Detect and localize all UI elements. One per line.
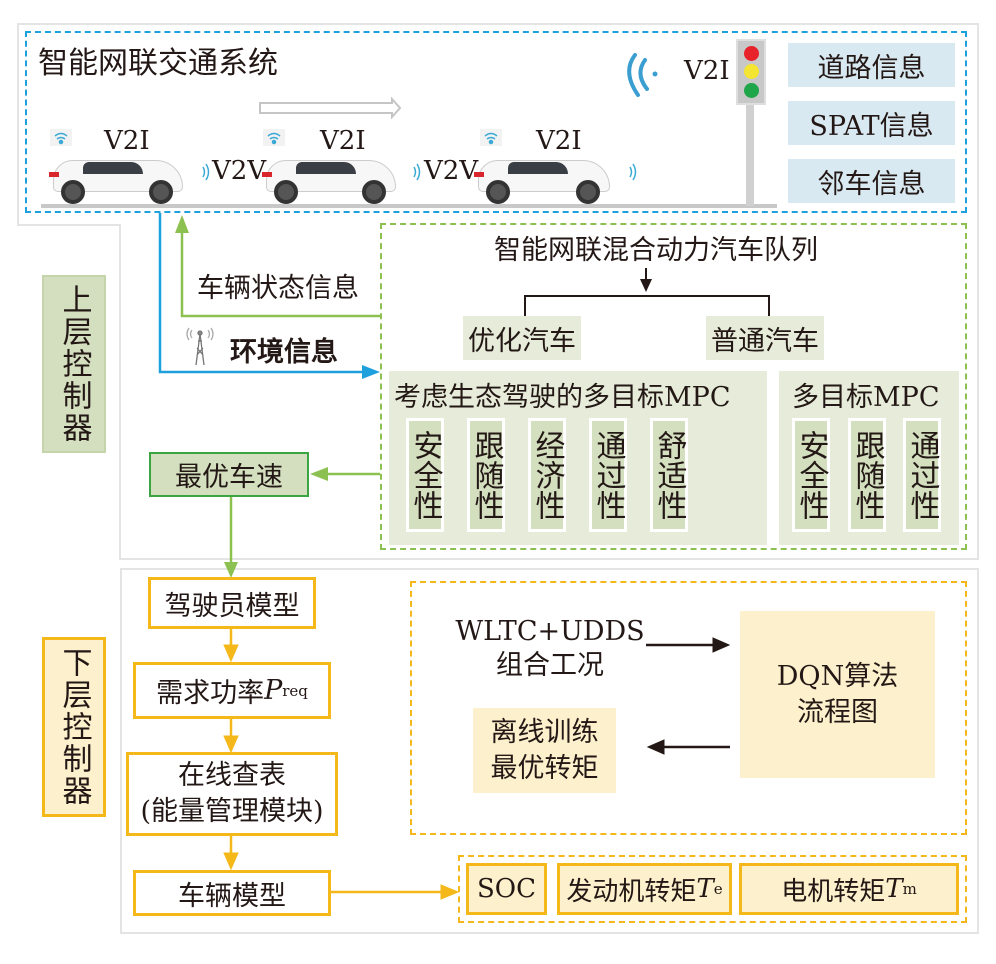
eco-objective-passability: 通过性 bbox=[589, 418, 627, 532]
v2i-label-car-1: V2I bbox=[104, 126, 150, 156]
offline-training-box: 离线训练 最优转矩 bbox=[473, 708, 616, 793]
driver-model-box: 驾驶员模型 bbox=[148, 577, 316, 629]
traffic-light bbox=[736, 39, 766, 105]
mpc-objective-passability: 通过性 bbox=[903, 418, 941, 532]
optimal-speed-arrow bbox=[224, 467, 380, 578]
mpc-title: 多目标MPC bbox=[792, 382, 940, 413]
its-system-box bbox=[25, 31, 967, 213]
upper-frame-left-edge bbox=[119, 225, 121, 560]
environment-info-label: 环境信息 bbox=[230, 337, 338, 368]
dqn-training-box bbox=[410, 581, 967, 835]
lower-controller-label: 下层控制器 bbox=[42, 637, 106, 817]
eco-mpc-box bbox=[389, 371, 767, 545]
v2v-wave-icons bbox=[202, 163, 637, 181]
eco-objective-economy: 经济性 bbox=[528, 418, 566, 532]
eco-objective-following: 跟随性 bbox=[467, 418, 505, 532]
optimized-car-box: 优化汽车 bbox=[463, 316, 581, 360]
normal-car-box: 普通汽车 bbox=[706, 316, 824, 360]
upper-controller-label: 上层控制器 bbox=[42, 275, 106, 453]
eco-mpc-title: 考虑生态驾驶的多目标MPC bbox=[394, 382, 731, 413]
car-2 bbox=[258, 150, 398, 206]
yellow-light bbox=[743, 64, 759, 80]
car-wifi-icons bbox=[50, 129, 502, 146]
outputs-box bbox=[458, 855, 967, 923]
dqn-arrows bbox=[646, 637, 731, 755]
v2v-label-2: V2V bbox=[424, 156, 479, 186]
lower-outer-frame bbox=[120, 568, 979, 934]
dqn-flowchart-box: DQN算法 流程图 bbox=[740, 611, 935, 778]
green-light bbox=[743, 83, 759, 99]
eco-objective-comfort: 舒适性 bbox=[650, 418, 688, 532]
lower-flow-arrows bbox=[223, 628, 460, 900]
radio-tower-icon bbox=[186, 327, 214, 366]
broadcast-signal-icon bbox=[627, 53, 658, 97]
direction-arrow bbox=[259, 96, 402, 120]
environment-info-arrow bbox=[158, 213, 380, 379]
vehicle-state-info-label: 车辆状态信息 bbox=[197, 273, 359, 304]
mpc-objective-following: 跟随性 bbox=[848, 418, 886, 532]
car-1 bbox=[45, 150, 185, 206]
v2i-label-car-2: V2I bbox=[320, 126, 366, 156]
platoon-box bbox=[380, 223, 967, 550]
v2i-label-infrastructure: V2I bbox=[684, 56, 730, 86]
mpc-objective-safety: 安全性 bbox=[792, 418, 830, 532]
platoon-title: 智能网联混合动力汽车队列 bbox=[494, 235, 818, 266]
road-line bbox=[41, 204, 777, 208]
driving-cycle-label: WLTC+UDDS 组合工况 bbox=[455, 616, 645, 681]
red-light bbox=[743, 45, 759, 61]
car-3 bbox=[470, 150, 615, 206]
eco-objective-safety: 安全性 bbox=[406, 418, 444, 532]
vehicle-state-arrow bbox=[175, 215, 380, 318]
v2i-label-car-3: V2I bbox=[536, 126, 582, 156]
neighbor-vehicle-info-box: 邻车信息 bbox=[788, 159, 955, 203]
online-lookup-box: 在线查表 (能量管理模块) bbox=[126, 752, 338, 836]
traffic-light-pole bbox=[746, 102, 754, 206]
road-info-box: 道路信息 bbox=[788, 43, 955, 87]
optimal-speed-box: 最优车速 bbox=[149, 452, 309, 497]
spat-info-box: SPAT信息 bbox=[788, 101, 955, 145]
platoon-tree bbox=[524, 268, 770, 318]
its-system-title: 智能网联交通系统 bbox=[38, 46, 278, 81]
v2v-label-1: V2V bbox=[212, 156, 267, 186]
vehicle-model-box: 车辆模型 bbox=[133, 870, 331, 916]
soc-output: SOC bbox=[466, 863, 547, 915]
